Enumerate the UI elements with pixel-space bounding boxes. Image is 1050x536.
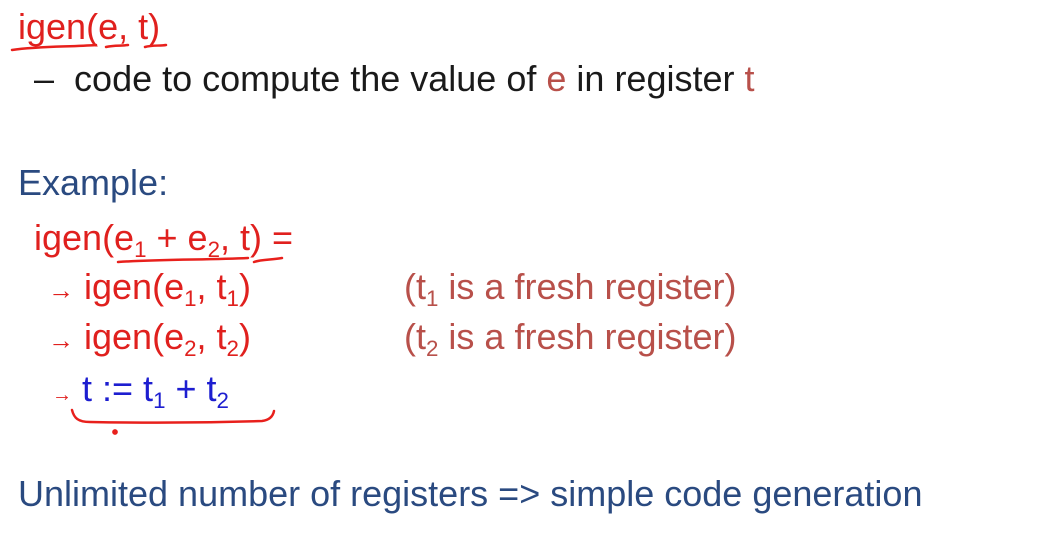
head-sub2: 2 xyxy=(207,237,220,263)
head-fn: igen(e xyxy=(34,217,135,258)
handwritten-arrow-icon: → xyxy=(48,275,74,305)
step-1-sub-a: 1 xyxy=(184,286,197,312)
handwritten-arrow-icon: → xyxy=(52,384,72,406)
conclusion-text: Unlimited number of registers => simple … xyxy=(18,473,923,514)
ink-dot xyxy=(112,429,118,435)
fn-name: igen xyxy=(18,6,87,47)
desc-mid: in register xyxy=(576,58,735,99)
step-3: → t := t1 + t2 xyxy=(52,368,229,412)
note-1-post: is a fresh register) xyxy=(438,266,737,307)
arg-t: t xyxy=(138,6,149,47)
head-sub1: 1 xyxy=(134,237,147,263)
head-plus: + e xyxy=(146,217,208,258)
assign-expr: t := t1 + t2 xyxy=(82,368,229,412)
head-end: ) = xyxy=(250,217,294,258)
step-1-mid: , t xyxy=(196,266,227,307)
step-1-sub-b: 1 xyxy=(226,286,239,312)
example-label: Example: xyxy=(18,162,169,203)
desc-e: e xyxy=(546,58,567,99)
handwritten-arrow-icon: → xyxy=(48,325,74,355)
step-2-end: ) xyxy=(238,316,251,357)
step-1-end: ) xyxy=(238,266,251,307)
assign-pre: t := t xyxy=(82,368,154,409)
note-2-post: is a fresh register) xyxy=(438,316,737,357)
assign-mid: + t xyxy=(165,368,217,409)
arg-e: e xyxy=(98,6,119,47)
note-2-sub: 2 xyxy=(426,336,439,362)
definition-signature: igen(e, t) xyxy=(18,6,161,47)
step-2: → igen(e2, t2) xyxy=(48,316,251,362)
assign-sub-a: 1 xyxy=(153,388,166,414)
desc-t: t xyxy=(744,58,755,99)
step-2-pre: igen(e xyxy=(84,316,185,357)
desc-text: code to compute the value of xyxy=(74,58,537,99)
note-2-pre: (t xyxy=(404,316,426,357)
step-2-note: (t2 is a fresh register) xyxy=(404,316,737,362)
note-1-pre: (t xyxy=(404,266,426,307)
note-1-sub: 1 xyxy=(426,286,439,312)
step-2-mid: , t xyxy=(196,316,227,357)
step-2-sub-a: 2 xyxy=(184,336,197,362)
definition-description: – code to compute the value of e in regi… xyxy=(34,58,755,100)
example-head: igen(e1 + e2, t) = xyxy=(34,217,294,263)
step-1-pre: igen(e xyxy=(84,266,185,307)
step-1-note: (t1 is a fresh register) xyxy=(404,266,737,312)
assign-sub-b: 2 xyxy=(216,388,229,414)
step-1: → igen(e1, t1) xyxy=(48,266,251,312)
underline-assign xyxy=(70,408,276,424)
step-2-sub-b: 2 xyxy=(226,336,239,362)
bullet-dash: – xyxy=(34,58,55,99)
head-t: t xyxy=(240,217,251,258)
